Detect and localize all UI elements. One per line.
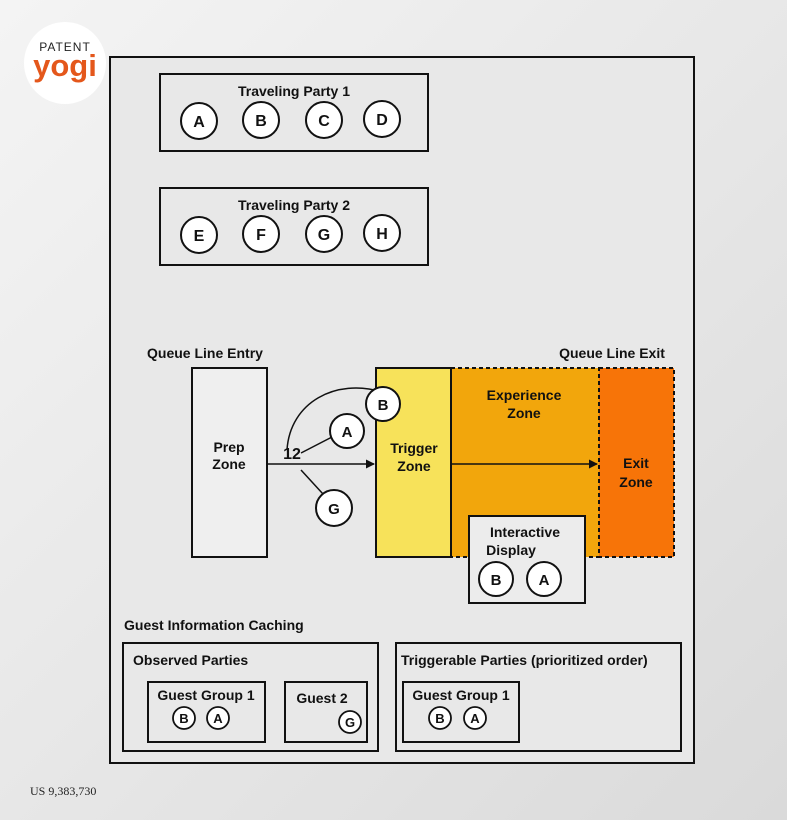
party-title: Traveling Party 2 xyxy=(238,197,350,213)
guest-b: B xyxy=(428,706,452,730)
caching-title: Guest Information Caching xyxy=(124,617,304,633)
guest-label: A xyxy=(342,424,353,441)
group-title: Guest Group 1 xyxy=(412,687,509,703)
patentyogi-logo: PATENT yogi xyxy=(24,22,106,104)
logo-line-yogi: yogi xyxy=(33,48,97,83)
sensor-range-arc xyxy=(286,387,383,451)
triggerable-parties-title: Triggerable Parties (prioritized order) xyxy=(401,652,648,668)
triggerable-parties: Triggerable Parties (prioritized order) … xyxy=(395,642,682,752)
queue-guest-b: B xyxy=(365,386,401,422)
guest-label: G xyxy=(345,715,355,730)
experience-zone-line2: Zone xyxy=(507,405,541,421)
interactive-display-line1: Interactive xyxy=(490,524,560,540)
guest-label: B xyxy=(491,572,502,589)
guest-g: G xyxy=(305,215,343,253)
observed-parties-title: Observed Parties xyxy=(133,652,248,668)
prep-zone-line1: Prep xyxy=(213,439,244,455)
observed-parties: Observed Parties Guest Group 1 B A Guest… xyxy=(122,642,379,752)
guest-label: F xyxy=(256,227,266,244)
traveling-party-1: Traveling Party 1 A B C D xyxy=(159,73,429,152)
prep-zone-line2: Zone xyxy=(212,456,246,472)
guest-label: A xyxy=(539,572,550,589)
guest-label: A xyxy=(470,711,480,726)
guest-label: B xyxy=(435,711,444,726)
exit-zone-line2: Zone xyxy=(619,474,653,490)
guest-f: F xyxy=(242,215,280,253)
guest-d: D xyxy=(363,100,401,138)
guest-label: A xyxy=(193,114,205,131)
guest-g: G xyxy=(338,710,362,734)
guest-label: G xyxy=(328,501,340,518)
guest-b: B xyxy=(172,706,196,730)
display-guest-a: A xyxy=(526,561,562,597)
party-box xyxy=(159,187,429,266)
group-title: Guest Group 1 xyxy=(157,687,254,703)
guest-a: A xyxy=(206,706,230,730)
observed-guest-2: Guest 2 G xyxy=(284,681,368,743)
leader-line-a xyxy=(300,436,333,454)
prep-zone: Prep Zone xyxy=(191,367,268,558)
leader-line-g xyxy=(300,469,324,495)
guest-label: A xyxy=(213,711,223,726)
observed-guest-group-1: Guest Group 1 B A xyxy=(147,681,266,743)
exit-zone-line1: Exit xyxy=(623,455,649,471)
guest-label: C xyxy=(318,113,330,130)
guest-label: H xyxy=(376,226,388,243)
trigger-zone-line2: Zone xyxy=(397,458,431,474)
traveling-party-2: Traveling Party 2 E F G H xyxy=(159,187,429,266)
guest-a: A xyxy=(463,706,487,730)
display-guest-b: B xyxy=(478,561,514,597)
exit-zone-area xyxy=(598,367,675,558)
triggerable-guest-group-1: Guest Group 1 B A xyxy=(402,681,520,743)
logo-line-patent: PATENT xyxy=(39,40,91,54)
trigger-zone-line1: Trigger xyxy=(390,440,438,456)
sensor-reference-label: 12 xyxy=(283,446,301,463)
queue-guest-a: A xyxy=(329,413,365,449)
guest-label: G xyxy=(318,227,330,244)
interactive-display: Interactive Display B A xyxy=(468,515,586,604)
experience-zone-line1: Experience xyxy=(487,387,562,403)
guest-label: B xyxy=(179,711,188,726)
exit-zone: Exit Zone xyxy=(598,367,675,558)
guest-label: B xyxy=(255,113,267,130)
party-box xyxy=(159,73,429,152)
queue-guest-g: G xyxy=(315,489,353,527)
interactive-display-line2: Display xyxy=(486,542,536,558)
guest-a: A xyxy=(180,102,218,140)
queue-line-exit-label: Queue Line Exit xyxy=(559,345,665,361)
guest-h: H xyxy=(363,214,401,252)
patent-number: US 9,383,730 xyxy=(30,784,97,798)
guest-label: D xyxy=(376,112,388,129)
guest-label: B xyxy=(378,397,389,414)
party-title: Traveling Party 1 xyxy=(238,83,350,99)
group-title: Guest 2 xyxy=(296,690,348,706)
guest-b: B xyxy=(242,101,280,139)
queue-line-entry-label: Queue Line Entry xyxy=(147,345,263,361)
guest-e: E xyxy=(180,216,218,254)
guest-label: E xyxy=(194,228,205,245)
guest-c: C xyxy=(305,101,343,139)
